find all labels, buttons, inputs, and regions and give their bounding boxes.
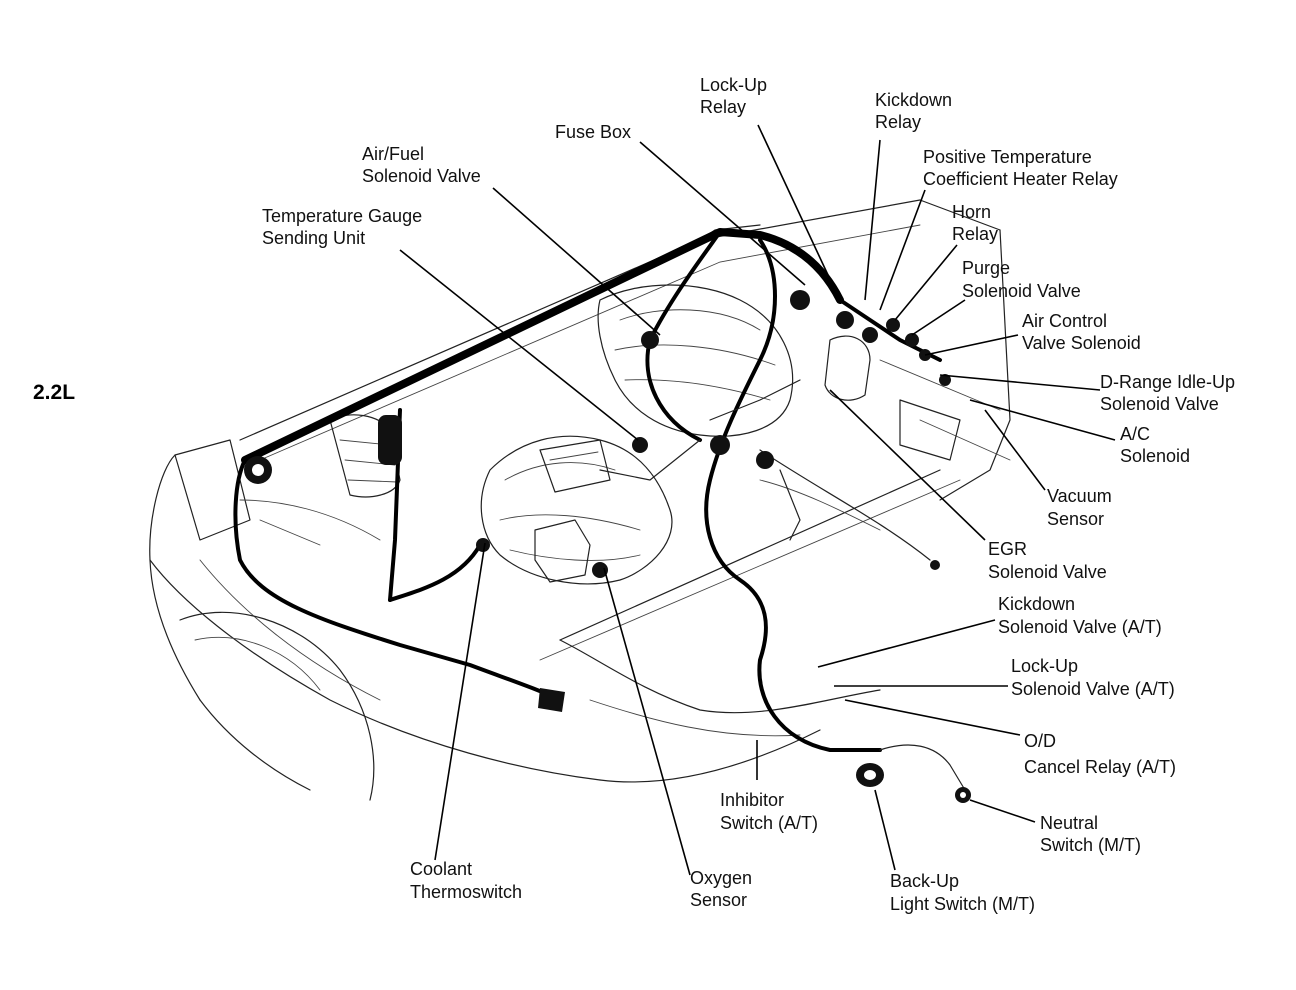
svg-text:Solenoid Valve: Solenoid Valve [962, 281, 1081, 301]
svg-text:Kickdown: Kickdown [998, 594, 1075, 614]
horn-relay-label: Horn Relay [952, 202, 998, 244]
back-up-light-switch-label: Back-Up Light Switch (M/T) [890, 871, 1035, 914]
engine-bay-sketch [149, 199, 1011, 801]
purge-solenoid-valve-label: Purge Solenoid Valve [962, 258, 1081, 301]
svg-text:Inhibitor: Inhibitor [720, 790, 784, 810]
harness-wires [233, 228, 966, 791]
svg-text:O/D: O/D [1024, 731, 1056, 751]
vacuum-sensor-label: Vacuum Sensor [1047, 486, 1112, 529]
svg-text:Lock-Up: Lock-Up [1011, 656, 1078, 676]
svg-text:Solenoid Valve: Solenoid Valve [362, 166, 481, 186]
svg-text:Coefficient Heater Relay: Coefficient Heater Relay [923, 169, 1118, 189]
components [244, 290, 971, 803]
svg-text:Lock-Up: Lock-Up [700, 75, 767, 95]
svg-text:Cancel Relay (A/T): Cancel Relay (A/T) [1024, 757, 1176, 777]
neutral-switch-label: Neutral Switch (M/T) [1040, 813, 1141, 855]
svg-text:Relay: Relay [952, 224, 998, 244]
svg-text:Oxygen: Oxygen [690, 868, 752, 888]
svg-text:Thermoswitch: Thermoswitch [410, 882, 522, 902]
svg-text:Horn: Horn [952, 202, 991, 222]
svg-text:Solenoid Valve: Solenoid Valve [988, 562, 1107, 582]
svg-text:Solenoid Valve: Solenoid Valve [1100, 394, 1219, 414]
svg-text:Neutral: Neutral [1040, 813, 1098, 833]
fuse-box-label: Fuse Box [555, 122, 631, 142]
svg-text:Sensor: Sensor [690, 890, 747, 910]
od-cancel-relay-label: O/D Cancel Relay (A/T) [1024, 731, 1176, 777]
svg-text:Vacuum: Vacuum [1047, 486, 1112, 506]
ptc-heater-relay-label: Positive Temperature Coefficient Heater … [923, 147, 1118, 189]
egr-solenoid-valve-label: EGR Solenoid Valve [988, 539, 1107, 582]
coolant-thermoswitch-label: Coolant Thermoswitch [410, 859, 522, 902]
svg-text:Switch (A/T): Switch (A/T) [720, 813, 818, 833]
svg-text:A/C: A/C [1120, 424, 1150, 444]
svg-text:Switch (M/T): Switch (M/T) [1040, 835, 1141, 855]
kickdown-relay-label: Kickdown Relay [875, 90, 952, 132]
inhibitor-switch-label: Inhibitor Switch (A/T) [720, 790, 818, 833]
svg-text:Positive Temperature: Positive Temperature [923, 147, 1092, 167]
kickdown-solenoid-valve-label: Kickdown Solenoid Valve (A/T) [998, 594, 1162, 637]
svg-text:D-Range Idle-Up: D-Range Idle-Up [1100, 372, 1235, 392]
leader-lines [399, 124, 1116, 876]
svg-text:Kickdown: Kickdown [875, 90, 952, 110]
lock-up-solenoid-valve-label: Lock-Up Solenoid Valve (A/T) [1011, 656, 1175, 699]
svg-text:EGR: EGR [988, 539, 1027, 559]
lock-up-relay-label: Lock-Up Relay [700, 75, 767, 117]
svg-text:Light Switch (M/T): Light Switch (M/T) [890, 894, 1035, 914]
svg-text:Coolant: Coolant [410, 859, 472, 879]
temperature-gauge-sending-unit-label: Temperature Gauge Sending Unit [262, 206, 422, 248]
svg-text:Solenoid: Solenoid [1120, 446, 1190, 466]
svg-text:Air Control: Air Control [1022, 311, 1107, 331]
svg-text:Solenoid Valve (A/T): Solenoid Valve (A/T) [1011, 679, 1175, 699]
air-fuel-solenoid-valve-label: Air/Fuel Solenoid Valve [362, 144, 481, 186]
svg-text:Temperature Gauge: Temperature Gauge [262, 206, 422, 226]
svg-text:Solenoid Valve (A/T): Solenoid Valve (A/T) [998, 617, 1162, 637]
svg-text:Purge: Purge [962, 258, 1010, 278]
air-control-valve-solenoid-label: Air Control Valve Solenoid [1022, 311, 1141, 353]
d-range-idle-up-solenoid-valve-label: D-Range Idle-Up Solenoid Valve [1100, 372, 1235, 414]
oxygen-sensor-label: Oxygen Sensor [690, 868, 752, 910]
ac-solenoid-label: A/C Solenoid [1120, 424, 1190, 466]
svg-text:Air/Fuel: Air/Fuel [362, 144, 424, 164]
svg-text:Relay: Relay [875, 112, 921, 132]
svg-text:Sending Unit: Sending Unit [262, 228, 365, 248]
svg-text:Sensor: Sensor [1047, 509, 1104, 529]
engine-size-label: 2.2L [33, 381, 75, 404]
svg-text:Fuse Box: Fuse Box [555, 122, 631, 142]
svg-text:Relay: Relay [700, 97, 746, 117]
svg-text:Valve Solenoid: Valve Solenoid [1022, 333, 1141, 353]
svg-text:Back-Up: Back-Up [890, 871, 959, 891]
